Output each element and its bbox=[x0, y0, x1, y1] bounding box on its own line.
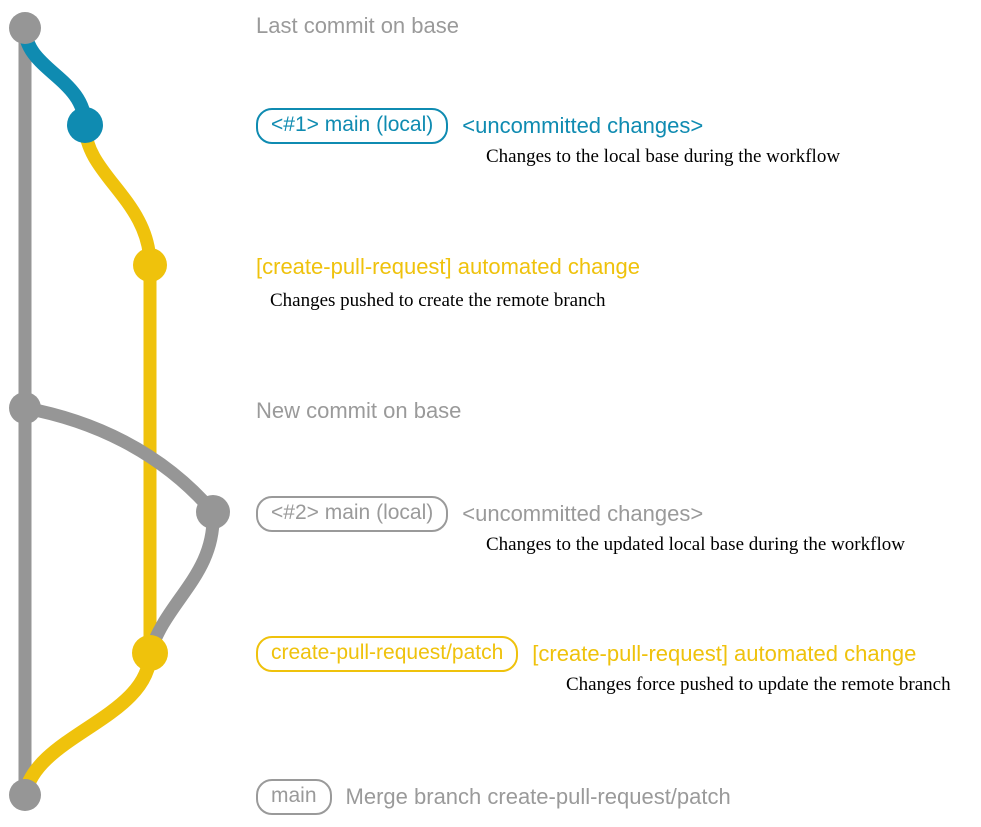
entry-merge-commit: main Merge branch create-pull-request/pa… bbox=[256, 779, 731, 815]
entry-subtext-local-commit-1: Changes to the local base during the wor… bbox=[486, 146, 841, 167]
node-remote-commit-2[interactable] bbox=[132, 635, 168, 671]
entry-headline: Merge branch create-pull-request/patch bbox=[345, 784, 731, 810]
entry-headline: <uncommitted changes> bbox=[462, 113, 704, 139]
entry-subtext-remote-commit-2: Changes force pushed to update the remot… bbox=[566, 674, 951, 695]
entry-headline: [create-pull-request] automated change bbox=[532, 641, 917, 667]
node-merge-commit[interactable] bbox=[9, 779, 41, 811]
commit-graph bbox=[9, 12, 230, 811]
entry-remote-commit-1: [create-pull-request] automated change bbox=[256, 254, 640, 279]
entry-headline: Last commit on base bbox=[256, 13, 459, 38]
lane-remote-branch-upper bbox=[78, 118, 157, 272]
branch-pill-main[interactable]: main bbox=[256, 779, 332, 815]
node-local-commit-1[interactable] bbox=[67, 107, 103, 143]
entry-headline: [create-pull-request] automated change bbox=[256, 254, 641, 279]
node-remote-commit-1[interactable] bbox=[133, 248, 167, 282]
node-base-new-commit[interactable] bbox=[9, 392, 41, 424]
branch-pill-create-pull-request-patch[interactable]: create-pull-request/patch bbox=[256, 636, 519, 672]
entry-subtext-local-commit-2: Changes to the updated local base during… bbox=[486, 534, 905, 555]
entry-new-commit-on-base: New commit on base bbox=[256, 398, 461, 423]
lane-updated-local-branch bbox=[18, 401, 220, 519]
branch-pill-main-local-1[interactable]: <#1> main (local) bbox=[256, 108, 449, 144]
lane-remote-branch-merge bbox=[18, 646, 157, 802]
branch-pill-main-local-2[interactable]: <#2> main (local) bbox=[256, 496, 449, 532]
entry-headline: New commit on base bbox=[256, 398, 462, 423]
entry-last-commit-on-base: Last commit on base bbox=[256, 13, 459, 38]
node-local-commit-2[interactable] bbox=[196, 495, 230, 529]
entry-local-commit-2: <#2> main (local) <uncommitted changes> bbox=[256, 496, 703, 532]
entry-subtext-remote-commit-1: Changes pushed to create the remote bran… bbox=[270, 290, 606, 311]
entry-headline: <uncommitted changes> bbox=[462, 501, 704, 527]
entry-remote-commit-2: create-pull-request/patch [create-pull-r… bbox=[256, 636, 916, 672]
lane-updated-local-merge bbox=[143, 505, 220, 660]
entry-local-commit-1: <#1> main (local) <uncommitted changes> bbox=[256, 108, 703, 144]
node-base-head[interactable] bbox=[9, 12, 41, 44]
